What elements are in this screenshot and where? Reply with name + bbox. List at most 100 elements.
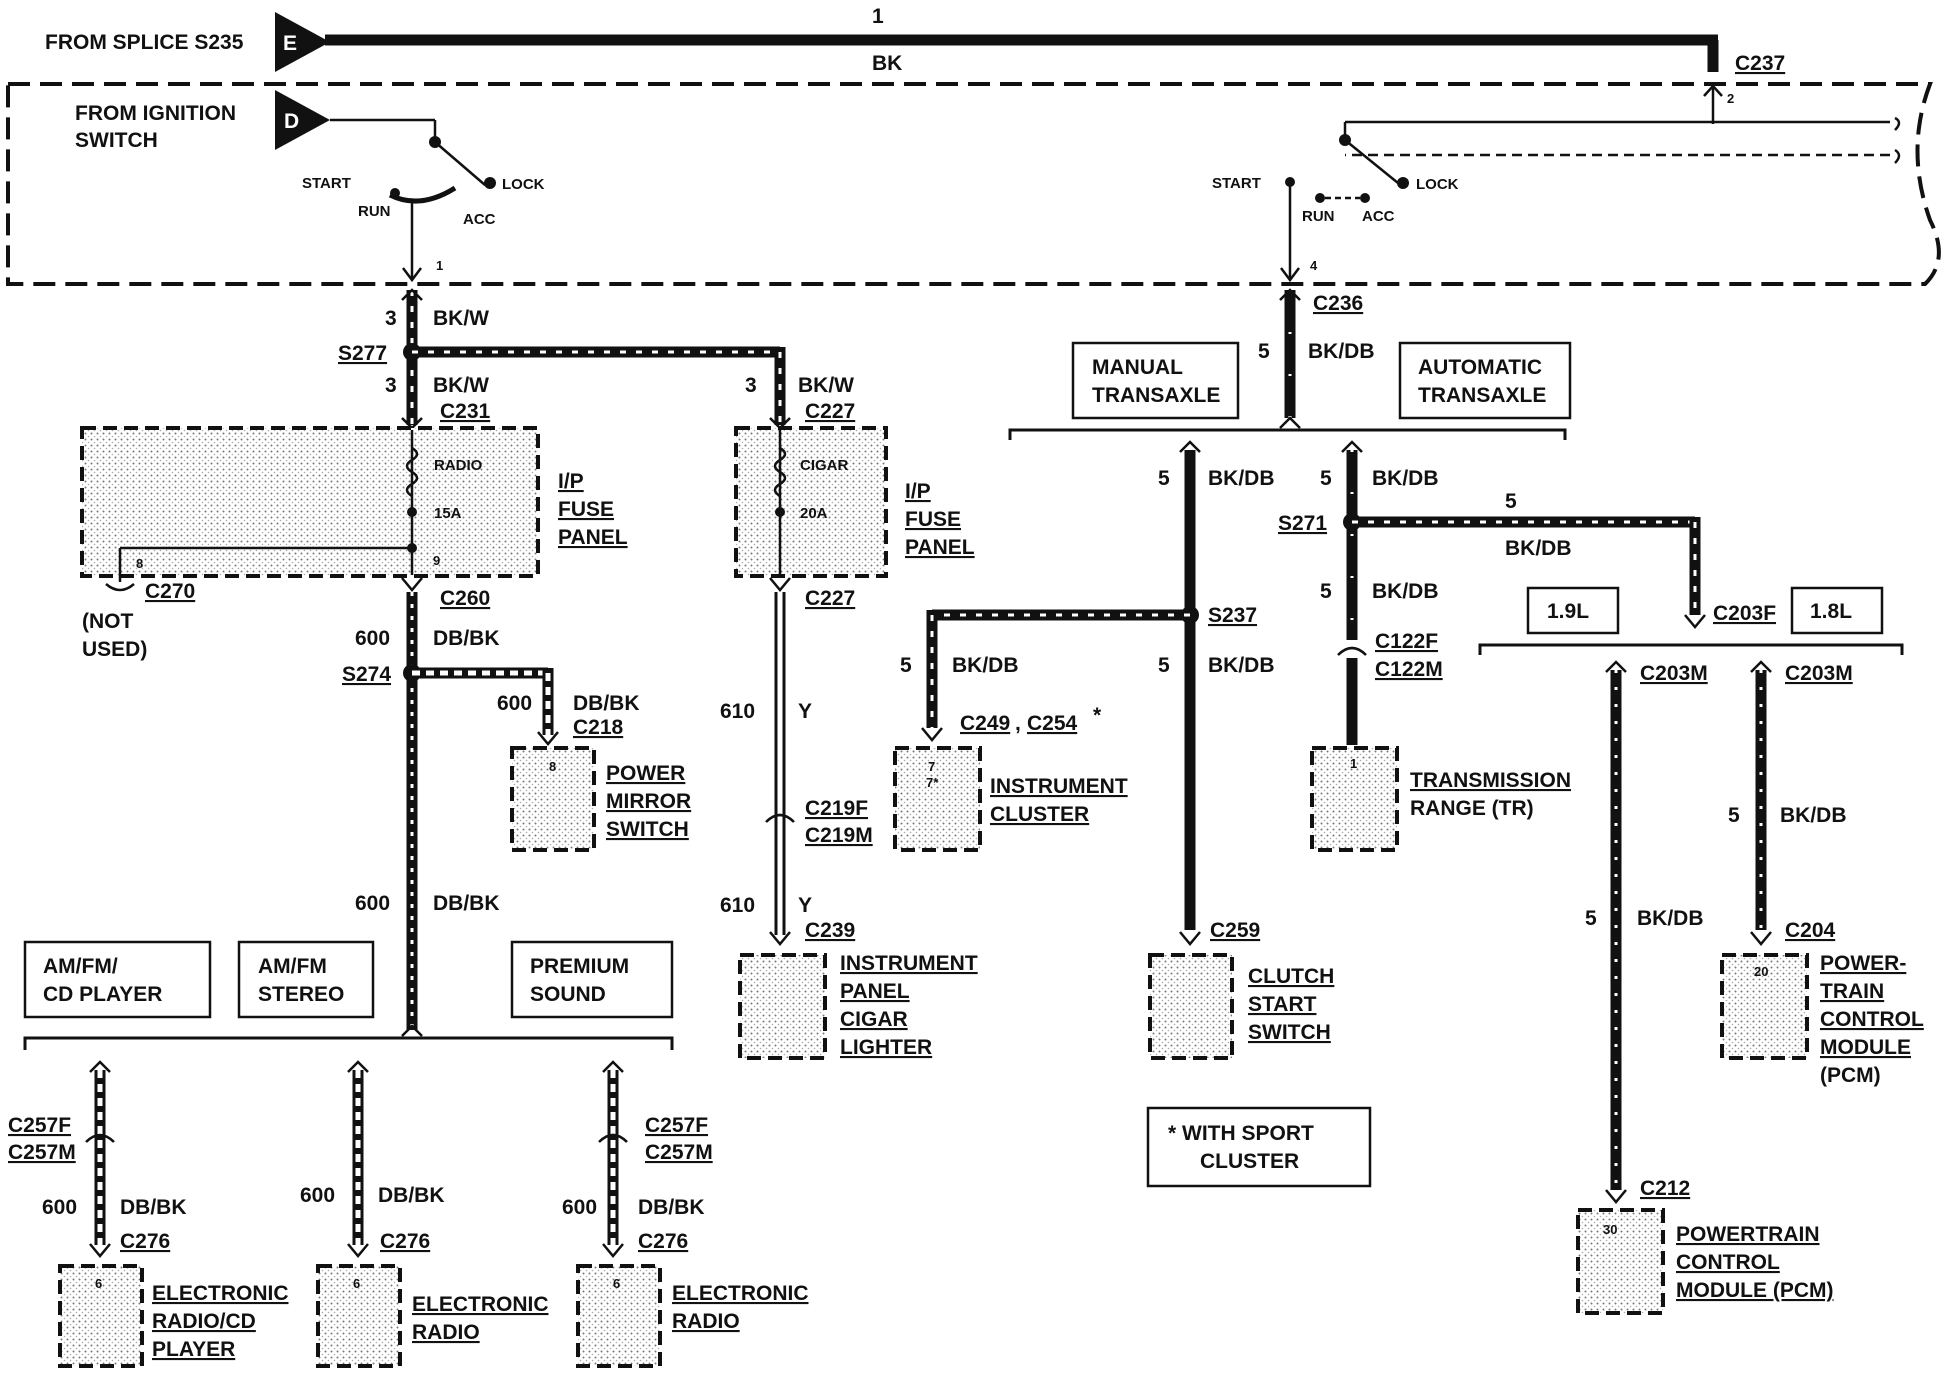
radio-cd-3: PLAYER (152, 1338, 235, 1361)
clutch-1: CLUTCH (1248, 965, 1334, 988)
from-ignition-label: FROM IGNITION (75, 102, 236, 125)
c203f: C203F (1713, 602, 1776, 625)
pcm-pin-a: 20 (1754, 964, 1768, 979)
c122m: C122M (1375, 658, 1443, 681)
tx-w5: 5 (1258, 340, 1270, 363)
radio-b-1: ELECTRONIC (672, 1282, 809, 1305)
ignition-switch-boundary (6, 82, 1941, 286)
cigar-ip-3: PANEL (905, 536, 975, 559)
cigar-y-b: Y (798, 894, 812, 917)
ic-pin-b: 7* (926, 775, 939, 790)
wire-3-a: 3 (385, 307, 397, 330)
ic-2: CLUSTER (990, 803, 1089, 826)
lighter-4: LIGHTER (840, 1036, 932, 1059)
splice-arrow (275, 12, 330, 72)
ip-fuse-2: FUSE (558, 498, 614, 521)
cigar-y-a: Y (798, 700, 812, 723)
c236: C236 (1313, 292, 1363, 315)
opt3-1: PREMIUM (530, 955, 629, 978)
wire-top-color: BK (872, 52, 902, 75)
instrument-panel-cigar-lighter (738, 953, 827, 1060)
radio-drop-2: 600 DB/BK C276 6 ELECTRONIC RADIO (300, 1060, 549, 1368)
not-used-1: (NOT (82, 610, 133, 633)
powertrain-control-module-1-8l (1720, 953, 1809, 1060)
pcm1-2: TRAIN (1820, 980, 1884, 1003)
c257f-1: C257F (8, 1114, 71, 1137)
ip-fuse-panel-radio (80, 426, 540, 578)
s277-label: S277 (338, 342, 387, 365)
c237-pin: 2 (1727, 91, 1734, 106)
ip-fuse-3: PANEL (558, 526, 628, 549)
c257m-3: C257M (645, 1141, 713, 1164)
opt1-1: AM/FM/ (43, 955, 118, 978)
left-start: START (302, 175, 351, 192)
ic-star: * (1093, 704, 1102, 727)
cigar-w610-a: 610 (720, 700, 755, 723)
not-used-2: USED) (82, 638, 147, 661)
s274-label: S274 (342, 663, 391, 686)
option-amfm-cd (23, 940, 212, 1019)
w600-3: 600 (562, 1196, 597, 1219)
electronic-radio-cd-player (58, 1264, 144, 1368)
c257f-3: C257F (645, 1114, 708, 1137)
electronic-radio-1 (316, 1264, 402, 1368)
clutch-3: SWITCH (1248, 1021, 1331, 1044)
c257m-1: C257M (8, 1141, 76, 1164)
wire-600-c: 600 (355, 892, 390, 915)
c204: C204 (1785, 919, 1836, 942)
auto-w5-top: 5 (1505, 490, 1517, 513)
ip-fuse-panel-cigar (734, 426, 888, 578)
fuse-radio: RADIO (434, 457, 483, 474)
radio-cd-1: ELECTRONIC (152, 1282, 289, 1305)
c237-label: C237 (1735, 52, 1785, 75)
opt3-2: SOUND (530, 983, 606, 1006)
w600-2: 600 (300, 1184, 335, 1207)
auto-bkdb-b: BK/DB (1372, 580, 1439, 603)
ic-bkdb: BK/DB (952, 654, 1019, 677)
radio-drop-1: C257F C257M 600 DB/BK C276 6 ELECTRONIC … (8, 1060, 289, 1368)
man-bkdb-a: BK/DB (1208, 467, 1275, 490)
man-w5-a: 5 (1158, 467, 1170, 490)
wire-dbbk-c: DB/BK (433, 892, 500, 915)
opt2-2: STEREO (258, 983, 344, 1006)
cigar-w610-b: 610 (720, 894, 755, 917)
lighter-2: PANEL (840, 980, 910, 1003)
fuse-radio-amp: 15A (434, 505, 462, 522)
radio-drop-3: C257F C257M 600 DB/BK C276 6 ELECTRONIC … (562, 1060, 809, 1368)
man-bkdb-b: BK/DB (1208, 654, 1275, 677)
instrument-cluster (893, 746, 982, 852)
c122f: C122F (1375, 630, 1438, 653)
ip-fuse-1: I/P (558, 470, 584, 493)
cigar-w3: 3 (745, 374, 757, 397)
pcm-a-w5: 5 (1728, 804, 1740, 827)
left-acc: ACC (463, 211, 496, 228)
pcm1-4: MODULE (1820, 1036, 1911, 1059)
tr-pin: 1 (1350, 756, 1357, 771)
e19: 1.9L (1547, 600, 1589, 623)
option-amfm-stereo (237, 940, 375, 1019)
manual-1: MANUAL (1092, 356, 1183, 379)
auto-bkdb-a: BK/DB (1372, 467, 1439, 490)
dbbk-1: DB/BK (120, 1196, 187, 1219)
c276-1: C276 (120, 1230, 170, 1253)
c239: C239 (805, 919, 855, 942)
c218-label: C218 (573, 716, 624, 739)
mirror-2: MIRROR (606, 790, 691, 813)
right-acc: ACC (1362, 208, 1395, 225)
pcm-b-bkdb: BK/DB (1637, 907, 1704, 930)
c203m-a: C203M (1640, 662, 1708, 685)
wire-bkw-a: BK/W (433, 307, 489, 330)
cigar-bkw: BK/W (798, 374, 854, 397)
c270-label: C270 (145, 580, 195, 603)
left-run: RUN (358, 203, 391, 220)
dbbk-2: DB/BK (378, 1184, 445, 1207)
clutch-2: START (1248, 993, 1317, 1016)
switch-letter: D (284, 110, 299, 133)
pcm2-2: CONTROL (1676, 1251, 1780, 1274)
pin6-3: 6 (613, 1276, 620, 1291)
auto-w5-b: 5 (1320, 580, 1332, 603)
wire-600-a: 600 (355, 627, 390, 650)
manual-2: TRANSAXLE (1092, 384, 1220, 407)
pin6-1: 6 (95, 1276, 102, 1291)
